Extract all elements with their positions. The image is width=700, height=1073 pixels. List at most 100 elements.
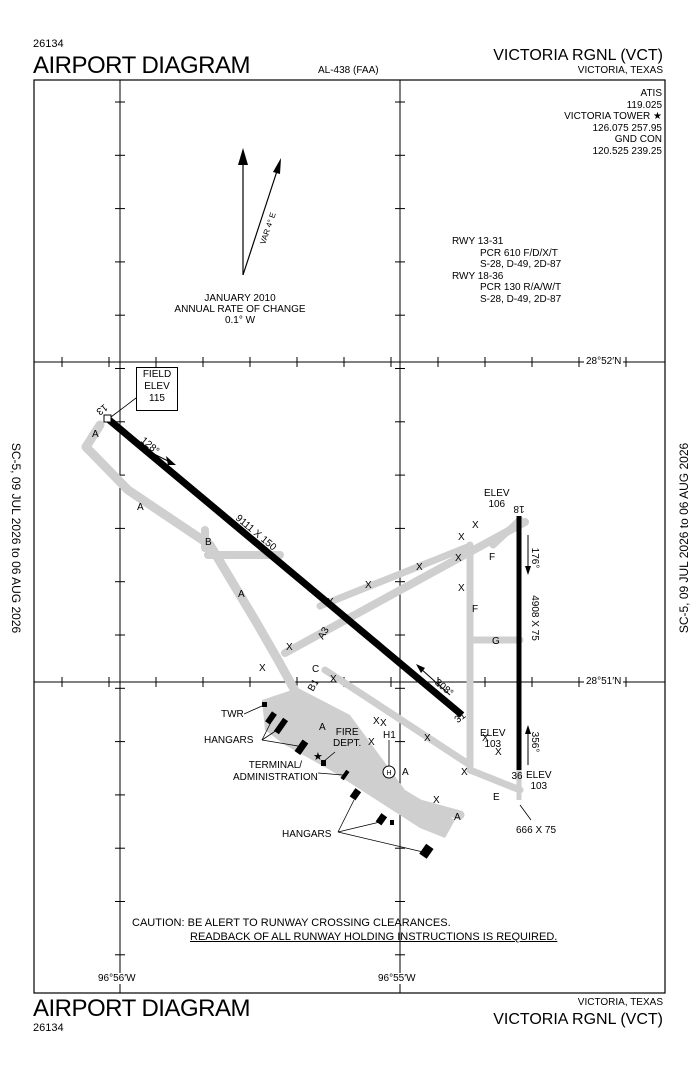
runway-176-heading: 176°	[529, 548, 540, 569]
runway-13-31-pcr: PCR 610 F/D/X/T	[480, 247, 558, 259]
runway-356-heading: 356°	[529, 732, 540, 753]
runway-31-elevation: ELEV 103	[480, 728, 506, 750]
runway-36-label: 36	[511, 771, 523, 782]
runway-18-label: 18	[513, 503, 525, 514]
taxiway-label-f-2: F	[489, 552, 495, 563]
runway-36-elevation: ELEV 103	[526, 770, 552, 792]
hold-mark: X	[380, 718, 387, 729]
hold-mark: X	[416, 562, 423, 573]
latitude-north: 28°52′N	[584, 356, 624, 367]
tower-label: TWR	[221, 709, 244, 720]
atis-label: ATIS	[640, 88, 662, 99]
taxiway-f-north	[489, 516, 524, 549]
footer-city-state: VICTORIA, TEXAS	[577, 997, 663, 1008]
fire-dept-building	[321, 760, 326, 766]
tower-star-icon: ★	[313, 751, 323, 763]
hold-mark: X	[259, 663, 266, 674]
hold-mark: X	[368, 737, 375, 748]
runway-extension-dimensions: 666 X 75	[516, 825, 557, 836]
taxiway-label-a-3: A	[238, 589, 245, 600]
elev-value: 106	[488, 499, 506, 510]
diagram-frame	[33, 79, 666, 994]
runway-13-31-strength: S-28, D-49, 2D-87	[480, 259, 562, 270]
chart-id: AL-438 (FAA)	[318, 65, 379, 76]
longitude-east: 96°55′W	[376, 973, 418, 984]
hold-mark: X	[482, 733, 489, 744]
heading-arrow-308	[419, 667, 451, 696]
runway-13-31	[105, 416, 465, 718]
apron-area	[262, 688, 455, 838]
atis-frequency: 119.025	[626, 99, 662, 111]
hold-mark: X	[286, 642, 293, 653]
hangar-4	[349, 788, 362, 801]
hold-mark: X	[455, 553, 462, 564]
field-elevation-line2: ELEV	[144, 381, 170, 392]
taxiway-label-g: G	[492, 636, 500, 647]
magnetic-north-arrow-icon	[273, 158, 281, 174]
hold-mark: X	[424, 733, 431, 744]
hangar-3	[294, 739, 309, 756]
elev-value: 103	[530, 781, 548, 792]
hangar-6	[390, 820, 394, 825]
taxiway-label-h1: H1	[383, 730, 396, 741]
frequency-list: ATIS 119.025 VICTORIA TOWER ★ 126.075 25…	[564, 88, 662, 157]
field-elevation-value: 115	[149, 393, 165, 404]
page-title: AIRPORT DIAGRAM	[33, 52, 250, 79]
hold-mark: X	[458, 532, 465, 543]
fire-dept-label: FIRE DEPT.	[333, 727, 361, 749]
runway-13-31-heading: RWY 13-31	[452, 236, 504, 247]
taxiway-label-a-1: A	[92, 429, 99, 440]
field-elevation-box: FIELD ELEV 115	[136, 367, 178, 411]
leader-lines	[243, 705, 532, 853]
taxiway-e	[466, 766, 524, 794]
heliport-label: H	[386, 770, 391, 777]
runway-18-elevation: ELEV 106	[484, 488, 510, 510]
taxiway-label-b: B	[205, 537, 212, 548]
taxiway-label-a-5: A	[402, 767, 409, 778]
footer-volume-number: 26134	[33, 1022, 64, 1034]
terminal-line2: ADMINISTRATION	[233, 772, 318, 783]
volume-number: 26134	[33, 38, 64, 50]
latitude-south: 28°51′N	[584, 676, 624, 687]
taxiway-label-e: E	[493, 792, 500, 803]
runway-13-threshold	[103, 414, 112, 423]
elev-label: ELEV	[480, 728, 506, 739]
hangars-label-1: HANGARS	[204, 735, 254, 746]
runway-18-36-strength: S-28, D-49, 2D-87	[480, 293, 562, 305]
taxiway-label-c: C	[312, 664, 319, 675]
airport-name: VICTORIA RGNL (VCT)	[493, 47, 663, 64]
hold-short-marks: X X X X X X X X X X X X X X X X X X	[259, 520, 502, 806]
city-state: VICTORIA, TEXAS	[577, 65, 663, 76]
fire-dept-line1: FIRE	[335, 727, 359, 738]
taxiway-label-a-2: A	[137, 502, 144, 513]
footer-title: AIRPORT DIAGRAM	[33, 995, 250, 1022]
tower-frequency: 126.075 257.95	[592, 122, 662, 134]
fire-dept-line2: DEPT.	[333, 738, 362, 749]
hold-mark: X	[365, 580, 372, 591]
taxiway-a3-link	[316, 542, 474, 610]
magnetic-north-line	[242, 167, 279, 276]
taxiway-crossfield	[281, 518, 529, 657]
ground-label: GND CON	[614, 134, 662, 145]
elev-label: ELEV	[484, 488, 510, 499]
runway-18-36-pcr: PCR 130 R/A/W/T	[480, 282, 562, 293]
taxiway-label-a-6: A	[454, 812, 461, 823]
tower-building	[262, 702, 267, 707]
hold-mark: X	[458, 583, 465, 594]
taxiway-c-parallel	[321, 666, 474, 769]
declination-rate-label: ANNUAL RATE OF CHANGE	[174, 304, 306, 315]
taxiway-label-b1: B1	[306, 677, 322, 693]
hold-mark: X	[330, 674, 337, 685]
hangar-1	[265, 711, 277, 725]
taxiway-label-a3: A3	[316, 625, 332, 641]
tower-label: VICTORIA TOWER ★	[564, 111, 662, 122]
hangars-label-2: HANGARS	[282, 829, 332, 840]
declination-rate: 0.1° W	[224, 315, 256, 326]
declination-date: JANUARY 2010	[204, 293, 276, 304]
true-north-arrow-icon	[238, 148, 248, 165]
runway-18-36-dimensions: 4908 X 75	[529, 595, 540, 641]
hold-mark: X	[461, 767, 468, 778]
taxiway-label-f-1: F	[472, 604, 478, 615]
hold-mark: X	[373, 716, 380, 727]
